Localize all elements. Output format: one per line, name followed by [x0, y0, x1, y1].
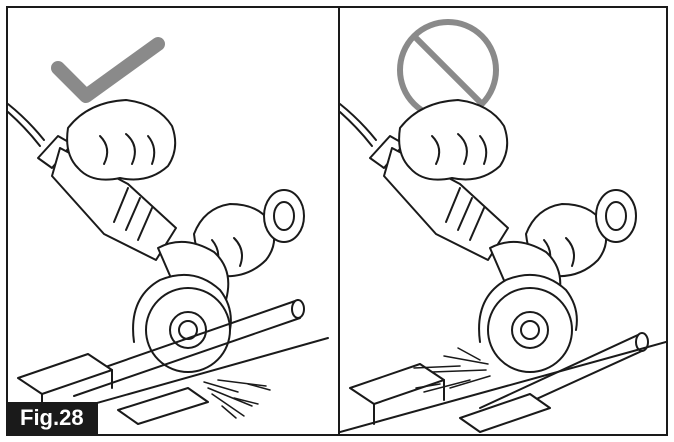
check-mark-icon: [58, 44, 158, 96]
figure-label: Fig.28: [8, 402, 98, 434]
angle-grinder-illustration: [340, 100, 666, 432]
illustration-correct: [8, 8, 338, 434]
illustration-incorrect: [340, 8, 668, 434]
sparks: [204, 380, 270, 418]
figure-frame: Fig.28: [6, 6, 668, 436]
panel-correct-usage: [8, 8, 338, 434]
panel-incorrect-usage: [340, 8, 668, 434]
angle-grinder-illustration: [8, 100, 328, 428]
